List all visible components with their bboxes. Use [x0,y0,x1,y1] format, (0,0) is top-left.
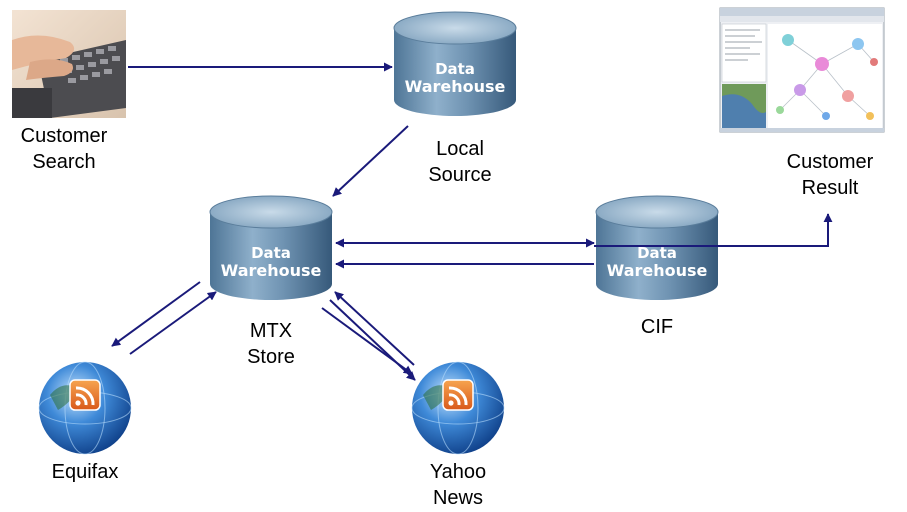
arrow-mtx-store-to-yahoo-news-2 [321,307,413,375]
local-source-label-line1: Local [436,138,484,160]
flow-arrows [111,62,833,381]
arrow-local-source-to-mtx-store [332,125,409,197]
customer-result-node: Customer Result [719,7,885,199]
yahoo-news-rss-globe-icon [411,361,505,455]
customer-search-label-line2: Search [32,151,95,173]
customer-result-label-line2: Result [802,177,859,199]
local-source-db-line1: Data [435,60,475,78]
arrow-yahoo-news-to-mtx-store [334,291,415,366]
mtx-store-database-icon: Data Warehouse [209,195,333,300]
yahoo-news-label-line1: Yahoo [430,461,486,483]
cif-database-icon: Data Warehouse [595,195,719,300]
local-source-database-icon: Data Warehouse [393,11,517,116]
mtx-store-node: Data Warehouse MTX Store [209,195,333,368]
mtx-store-db-line1: Data [251,244,291,262]
customer-result-label-line1: Customer [787,151,874,173]
arrow-mtx-store-to-equifax [111,281,201,347]
equifax-node: Equifax [38,361,132,483]
cif-db-line2: Warehouse [607,261,708,280]
mtx-store-label-line2: Store [247,346,295,368]
local-source-db-line2: Warehouse [405,77,506,96]
yahoo-news-node: Yahoo News [411,361,505,509]
arrow-equifax-to-mtx-store [129,291,217,355]
customer-search-label-line1: Customer [21,125,108,147]
cif-label: CIF [641,316,673,338]
cif-db-line1: Data [637,244,677,262]
yahoo-news-label-line2: News [433,487,483,509]
network-graph-screenshot-icon [719,7,885,133]
mtx-store-label-line1: MTX [250,320,292,342]
mtx-store-db-line2: Warehouse [221,261,322,280]
cif-node: Data Warehouse CIF [595,195,719,338]
local-source-node: Data Warehouse Local Source [393,11,517,186]
equifax-label: Equifax [52,461,119,483]
equifax-rss-globe-icon [38,361,132,455]
arrow-cif-to-customer-result [594,213,833,247]
typing-hands-photo-icon [12,10,126,118]
customer-search-node: Customer Search [12,10,126,173]
local-source-label-line2: Source [428,164,491,186]
